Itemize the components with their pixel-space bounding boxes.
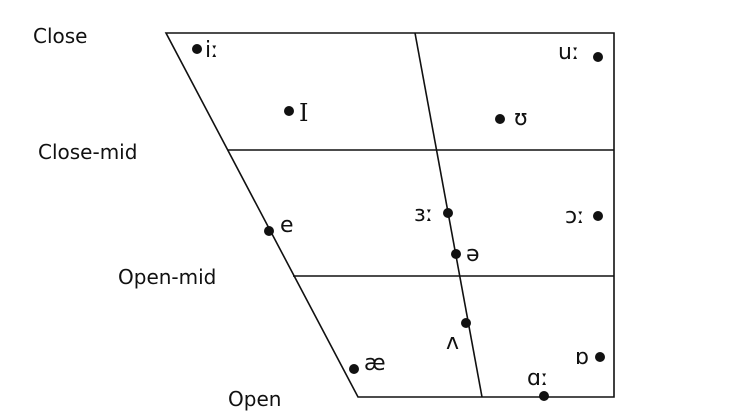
vowel-trapezoid [164, 32, 615, 398]
dot-near-close-back [495, 114, 505, 124]
dot-i-long [192, 44, 202, 54]
dot-e [264, 226, 274, 236]
vowel-near-close-front: I [299, 99, 308, 127]
dot-thought [593, 211, 603, 221]
dot-trap [349, 364, 359, 374]
vowel-near-close-back: ʊ [514, 106, 528, 131]
row-label-close: Close [33, 24, 87, 48]
dot-schwa [451, 249, 461, 259]
dot-start [539, 391, 549, 401]
vowel-e: e [280, 213, 294, 238]
vowel-u-long: uː [558, 40, 579, 65]
dot-u-long [593, 52, 603, 62]
vowel-schwa: ə [466, 242, 480, 267]
dot-lot [595, 352, 605, 362]
dot-nurse [443, 208, 453, 218]
row-label-open: Open [228, 387, 281, 411]
vowel-trap: æ [364, 351, 386, 376]
dot-near-close-front [284, 106, 294, 116]
vowel-thought: ɔː [565, 204, 585, 229]
row-label-close-mid: Close-mid [38, 140, 137, 164]
vowel-lot: ɒ [575, 345, 589, 370]
row-label-open-mid: Open-mid [118, 265, 216, 289]
vowel-nurse: ɜː [414, 202, 433, 227]
vowel-strut: ʌ [446, 330, 459, 355]
vowel-i-long: iː [205, 38, 219, 63]
vowel-start: ɑː [527, 366, 548, 391]
dot-strut [461, 318, 471, 328]
